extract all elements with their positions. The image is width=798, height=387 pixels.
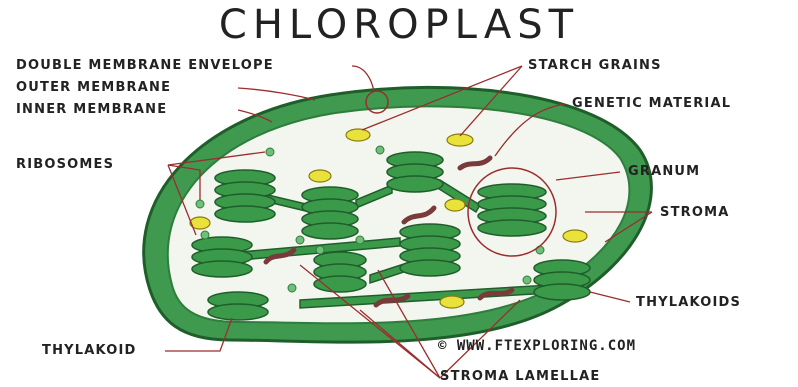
label-granum: GRANUM <box>628 164 700 179</box>
label-stroma: STROMA <box>660 205 730 220</box>
label-stroma-lamellae: STROMA LAMELLAE <box>440 369 601 384</box>
label-outer-membrane: OUTER MEMBRANE <box>16 80 171 95</box>
diagram-title: CHLOROPLAST <box>0 2 798 48</box>
label-starch-grains: STARCH GRAINS <box>528 58 662 73</box>
label-genetic-material: GENETIC MATERIAL <box>572 96 731 111</box>
credit-text: © WWW.FTEXPLORING.COM <box>438 338 636 354</box>
label-ribosomes: RIBOSOMES <box>16 157 114 172</box>
label-thylakoids: THYLAKOIDS <box>636 295 741 310</box>
label-inner-membrane: INNER MEMBRANE <box>16 102 167 117</box>
label-double-membrane-envelope: DOUBLE MEMBRANE ENVELOPE <box>16 58 274 73</box>
label-thylakoid: THYLAKOID <box>42 343 136 358</box>
